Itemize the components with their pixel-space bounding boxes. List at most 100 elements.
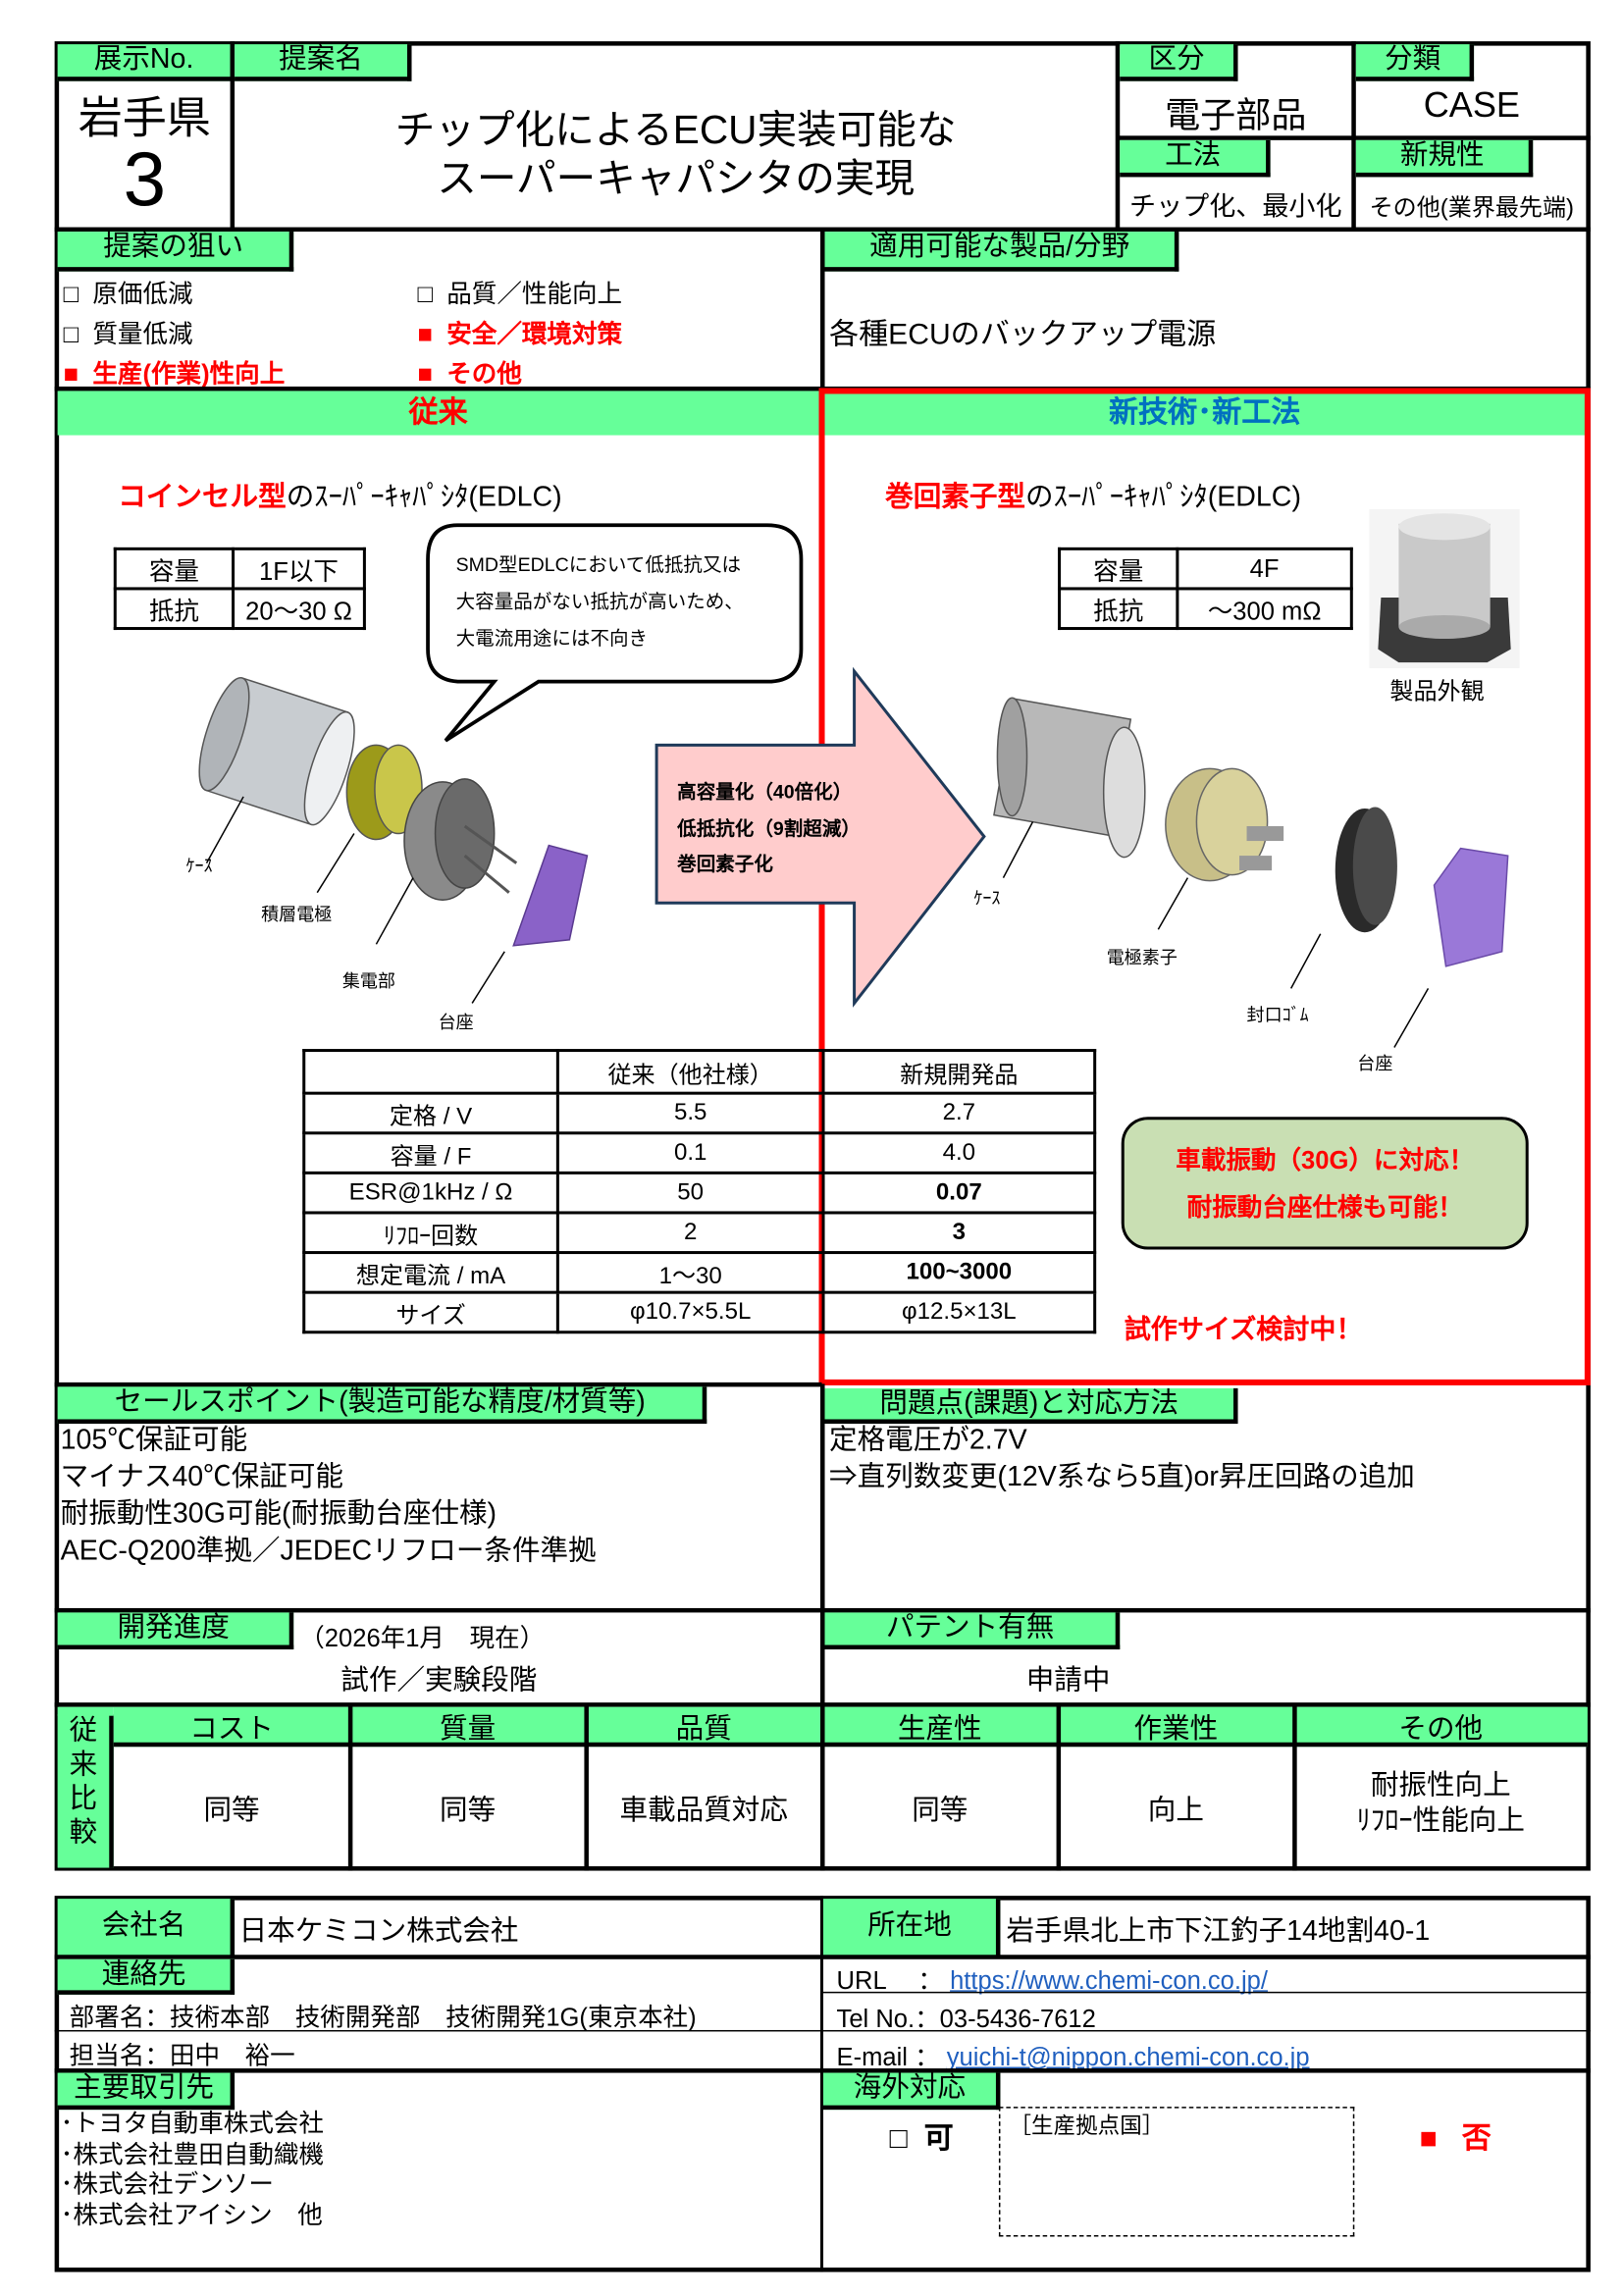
cell: φ10.7×5.5L xyxy=(555,1290,825,1334)
divider xyxy=(821,1991,1591,1994)
case-part xyxy=(198,677,355,826)
aim-cost-reduction[interactable]: □ 原価低減 xyxy=(64,273,193,310)
divider xyxy=(230,41,236,231)
checkbox-checked-icon[interactable]: ■ xyxy=(1419,2122,1438,2156)
compare-header-other: その他 xyxy=(1398,1714,1484,1746)
divider xyxy=(54,2029,822,2032)
checkbox-checked-icon[interactable]: ■ xyxy=(63,359,79,389)
checkbox-checked-icon[interactable]: ■ xyxy=(417,359,433,389)
cell: 100~3000 xyxy=(821,1251,1097,1294)
side-char: 来 xyxy=(69,1749,98,1781)
compare-side-label: 従 来 比 較 xyxy=(57,1714,114,1868)
category-value: 電子部品 xyxy=(1165,95,1307,136)
cell: 2.7 xyxy=(821,1091,1097,1135)
list-item: ･株式会社アイシン 他 xyxy=(60,2200,323,2229)
sales-line: 耐振動性30G可能(耐振動台座仕様) xyxy=(60,1498,497,1531)
divider xyxy=(1351,41,1356,231)
aim-productivity[interactable]: ■ 生産(作業)性向上 xyxy=(64,352,286,390)
issue-line: ⇒直列数変更(12V系なら5直)or昇圧回路の追加 xyxy=(829,1462,1415,1493)
spec-label: 抵抗 xyxy=(1058,587,1179,631)
improvement-arrow-icon xyxy=(654,666,986,1008)
divider xyxy=(1115,41,1121,231)
prototype-size-note: 試作サイズ検討中！ xyxy=(1124,1314,1363,1344)
part-label-seal-rubber: 封口ｺﾞﾑ xyxy=(1246,1004,1309,1026)
compare-value-quality: 車載品質対応 xyxy=(619,1795,788,1827)
customers-label: 主要取引先 xyxy=(57,2072,236,2111)
row-label: 想定電流 / mA xyxy=(302,1251,559,1294)
overseas-yes-option[interactable]: □ 可 xyxy=(890,2114,954,2158)
aim-label: 生産(作業)性向上 xyxy=(92,359,286,389)
divider xyxy=(54,1382,822,1387)
case-part xyxy=(993,697,1146,859)
side-char: 比 xyxy=(69,1783,98,1815)
url-label: URL ： xyxy=(836,1966,943,1995)
cell: 5.5 xyxy=(555,1091,825,1135)
side-char: 較 xyxy=(69,1817,98,1850)
collector-part xyxy=(403,778,518,901)
cell: φ12.5×13L xyxy=(821,1290,1097,1334)
proposal-label: 提案名 xyxy=(235,44,412,81)
compare-header-quality: 品質 xyxy=(675,1714,732,1746)
spec-value: 1F以下 xyxy=(232,547,366,591)
divider xyxy=(54,2068,1591,2073)
production-country-box[interactable]: ［生産拠点国］ xyxy=(998,2107,1355,2237)
sales-points-label: セールスポイント(製造可能な精度/材質等) xyxy=(57,1386,707,1424)
checkbox-icon[interactable]: □ xyxy=(417,280,433,309)
box-label: ［生産拠点国］ xyxy=(1009,2113,1165,2140)
email-link[interactable]: yuichi-t@nippon.chemi-con.co.jp xyxy=(946,2043,1310,2072)
customers-list: ･トヨタ自動車株式会社 ･株式会社豊田自動織機 ･株式会社デンソー ･株式会社ア… xyxy=(61,2110,324,2230)
compare-header-workability: 作業性 xyxy=(1133,1714,1219,1746)
compare-header-cost: コスト xyxy=(189,1714,274,1746)
overseas-label: 海外対応 xyxy=(823,2072,1001,2111)
company-name-label: 会社名 xyxy=(57,1899,236,1958)
electrode-element-part xyxy=(1165,767,1284,882)
website-link[interactable]: https://www.chemi-con.co.jp/ xyxy=(950,1966,1268,1995)
aim-other[interactable]: ■ その他 xyxy=(418,352,522,390)
divider xyxy=(820,229,825,391)
aim-quality[interactable]: □ 品質／性能向上 xyxy=(418,273,623,310)
issues-text: 定格電圧が2.7V ⇒直列数変更(12V系なら5直)or昇圧回路の追加 xyxy=(829,1422,1415,1495)
aim-label: 原価低減 xyxy=(92,280,193,309)
prefecture: 岩手県 xyxy=(78,94,212,143)
checkbox-checked-icon[interactable]: ■ xyxy=(417,320,433,348)
callout-line: 耐振動台座仕様も可能！ xyxy=(1186,1193,1463,1222)
part-label-case: ｹｰｽ xyxy=(185,856,213,877)
company-name: 日本ケミコン株式会社 xyxy=(238,1916,519,1948)
divider xyxy=(584,1703,589,1871)
new-tech-header: 新技術･新工法 xyxy=(821,391,1588,436)
compare-header-row xyxy=(113,1706,1588,1748)
checkbox-icon[interactable]: □ xyxy=(889,2122,908,2156)
overseas-no-option[interactable]: ■ 否 xyxy=(1419,2114,1491,2158)
row-label: ﾘﾌﾛｰ回数 xyxy=(302,1211,559,1255)
classification-value: CASE xyxy=(1423,85,1520,126)
list-item: ･株式会社デンソー xyxy=(60,2169,274,2199)
patent-status: 申請中 xyxy=(1025,1665,1111,1697)
cell: 3 xyxy=(821,1211,1097,1255)
spec-value: 4F xyxy=(1176,547,1353,591)
compare-header-productivity: 生産性 xyxy=(897,1714,982,1746)
vibration-callout: 車載振動（30G）に対応！ 耐振動台座仕様も可能！ xyxy=(1121,1117,1529,1250)
category-label: 区分 xyxy=(1120,44,1238,81)
applicable-text: 各種ECUのバックアップ電源 xyxy=(829,318,1217,351)
divider xyxy=(54,1955,1591,1959)
email-row: E-mail ： yuichi-t@nippon.chemi-con.co.jp xyxy=(837,2036,1310,2073)
aim-weight-reduction[interactable]: □ 質量低減 xyxy=(64,313,193,350)
checkbox-icon[interactable]: □ xyxy=(63,280,79,309)
conventional-type: コインセル型のｽｰﾊﾟｰｷｬﾊﾟｼﾀ(EDLC) xyxy=(118,475,561,515)
aims-label: 提案の狙い xyxy=(57,232,294,272)
aim-safety-environment[interactable]: ■ 安全／環境対策 xyxy=(418,313,623,350)
title-line-1: チップ化によるECU実装可能な xyxy=(394,107,957,152)
address-label: 所在地 xyxy=(823,1899,1001,1958)
base-part xyxy=(1433,847,1509,967)
divider xyxy=(1292,1703,1297,1871)
checkbox-icon[interactable]: □ xyxy=(63,320,79,348)
spec-value: 20～30 Ω xyxy=(232,587,366,631)
list-item: ･トヨタ自動車株式会社 xyxy=(60,2110,325,2138)
aim-label: 品質／性能向上 xyxy=(446,280,623,309)
address: 岩手県北上市下江釣子14地割40-1 xyxy=(1006,1916,1431,1948)
url-row: URL ： https://www.chemi-con.co.jp/ xyxy=(837,1959,1268,1997)
